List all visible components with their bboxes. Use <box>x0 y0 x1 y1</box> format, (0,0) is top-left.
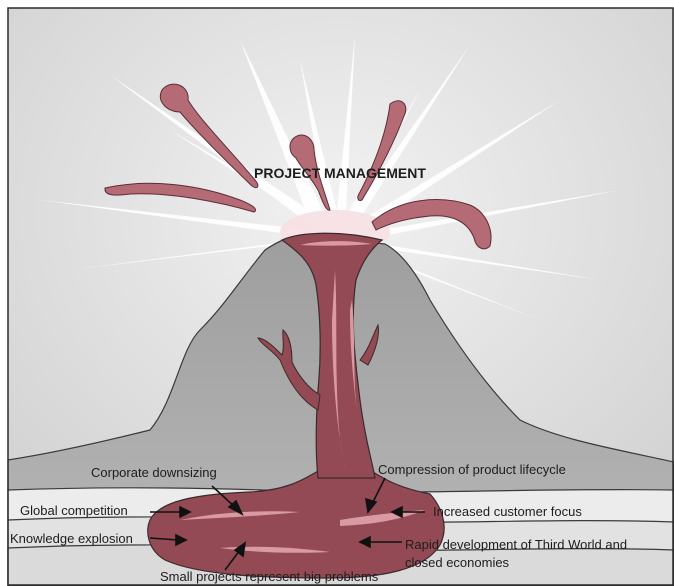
label-increased-customer-focus: Increased customer focus <box>433 504 582 519</box>
diagram-title: PROJECT MANAGEMENT <box>254 165 426 181</box>
label-third-world-2: closed economies <box>405 555 509 570</box>
label-corporate-downsizing: Corporate downsizing <box>91 465 217 480</box>
label-small-projects: Small projects represent big problems <box>160 569 378 584</box>
label-knowledge-explosion: Knowledge explosion <box>10 531 133 546</box>
label-third-world-1: Rapid development of Third World and <box>405 537 627 552</box>
label-global-competition: Global competition <box>20 503 128 518</box>
label-compression-lifecycle: Compression of product lifecycle <box>378 462 566 477</box>
